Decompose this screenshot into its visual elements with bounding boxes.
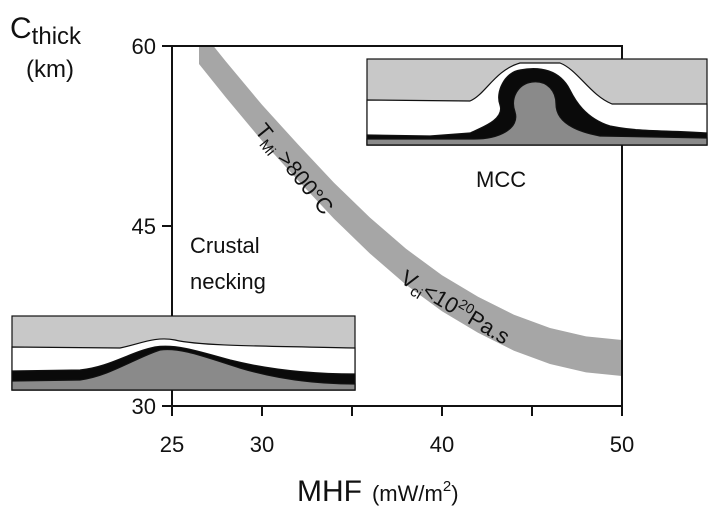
x-axis-unit-pre: (mW/m [372,481,443,506]
y-axis-ticks: 30 45 60 [132,34,172,419]
y-axis-label: Cthick [10,12,82,50]
x-axis-unit-post: ) [451,481,458,506]
y-tick-label: 60 [132,34,156,59]
y-tick-label: 30 [132,394,156,419]
mcc-label: MCC [476,167,526,192]
rheology-band [199,46,622,376]
x-axis-ticks: 25 30 40 50 [160,406,634,457]
x-axis-label: MHF (mW/m2) [297,475,459,507]
viscosity-label-exp: 20 [456,296,478,318]
temperature-label: TMi >800°C [247,118,339,222]
y-axis-unit: (km) [26,56,74,83]
necking-mantle [11,348,356,391]
x-axis-unit-exp: 2 [443,478,451,495]
necking-cross-section [11,315,356,391]
x-axis-label-main: MHF [297,475,362,507]
mcc-mantle [366,81,708,146]
necking-label: necking [190,269,266,294]
y-tick-label: 45 [132,214,156,239]
crustal-label: Crustal [190,233,260,258]
x-tick-label: 25 [160,432,184,457]
y-axis-label-sub: thick [32,23,82,50]
x-tick-label: 50 [610,432,634,457]
x-tick-label: 30 [250,432,274,457]
y-axis-label-main: C [10,12,32,45]
mcc-cross-section [366,58,708,146]
x-tick-label: 40 [430,432,454,457]
